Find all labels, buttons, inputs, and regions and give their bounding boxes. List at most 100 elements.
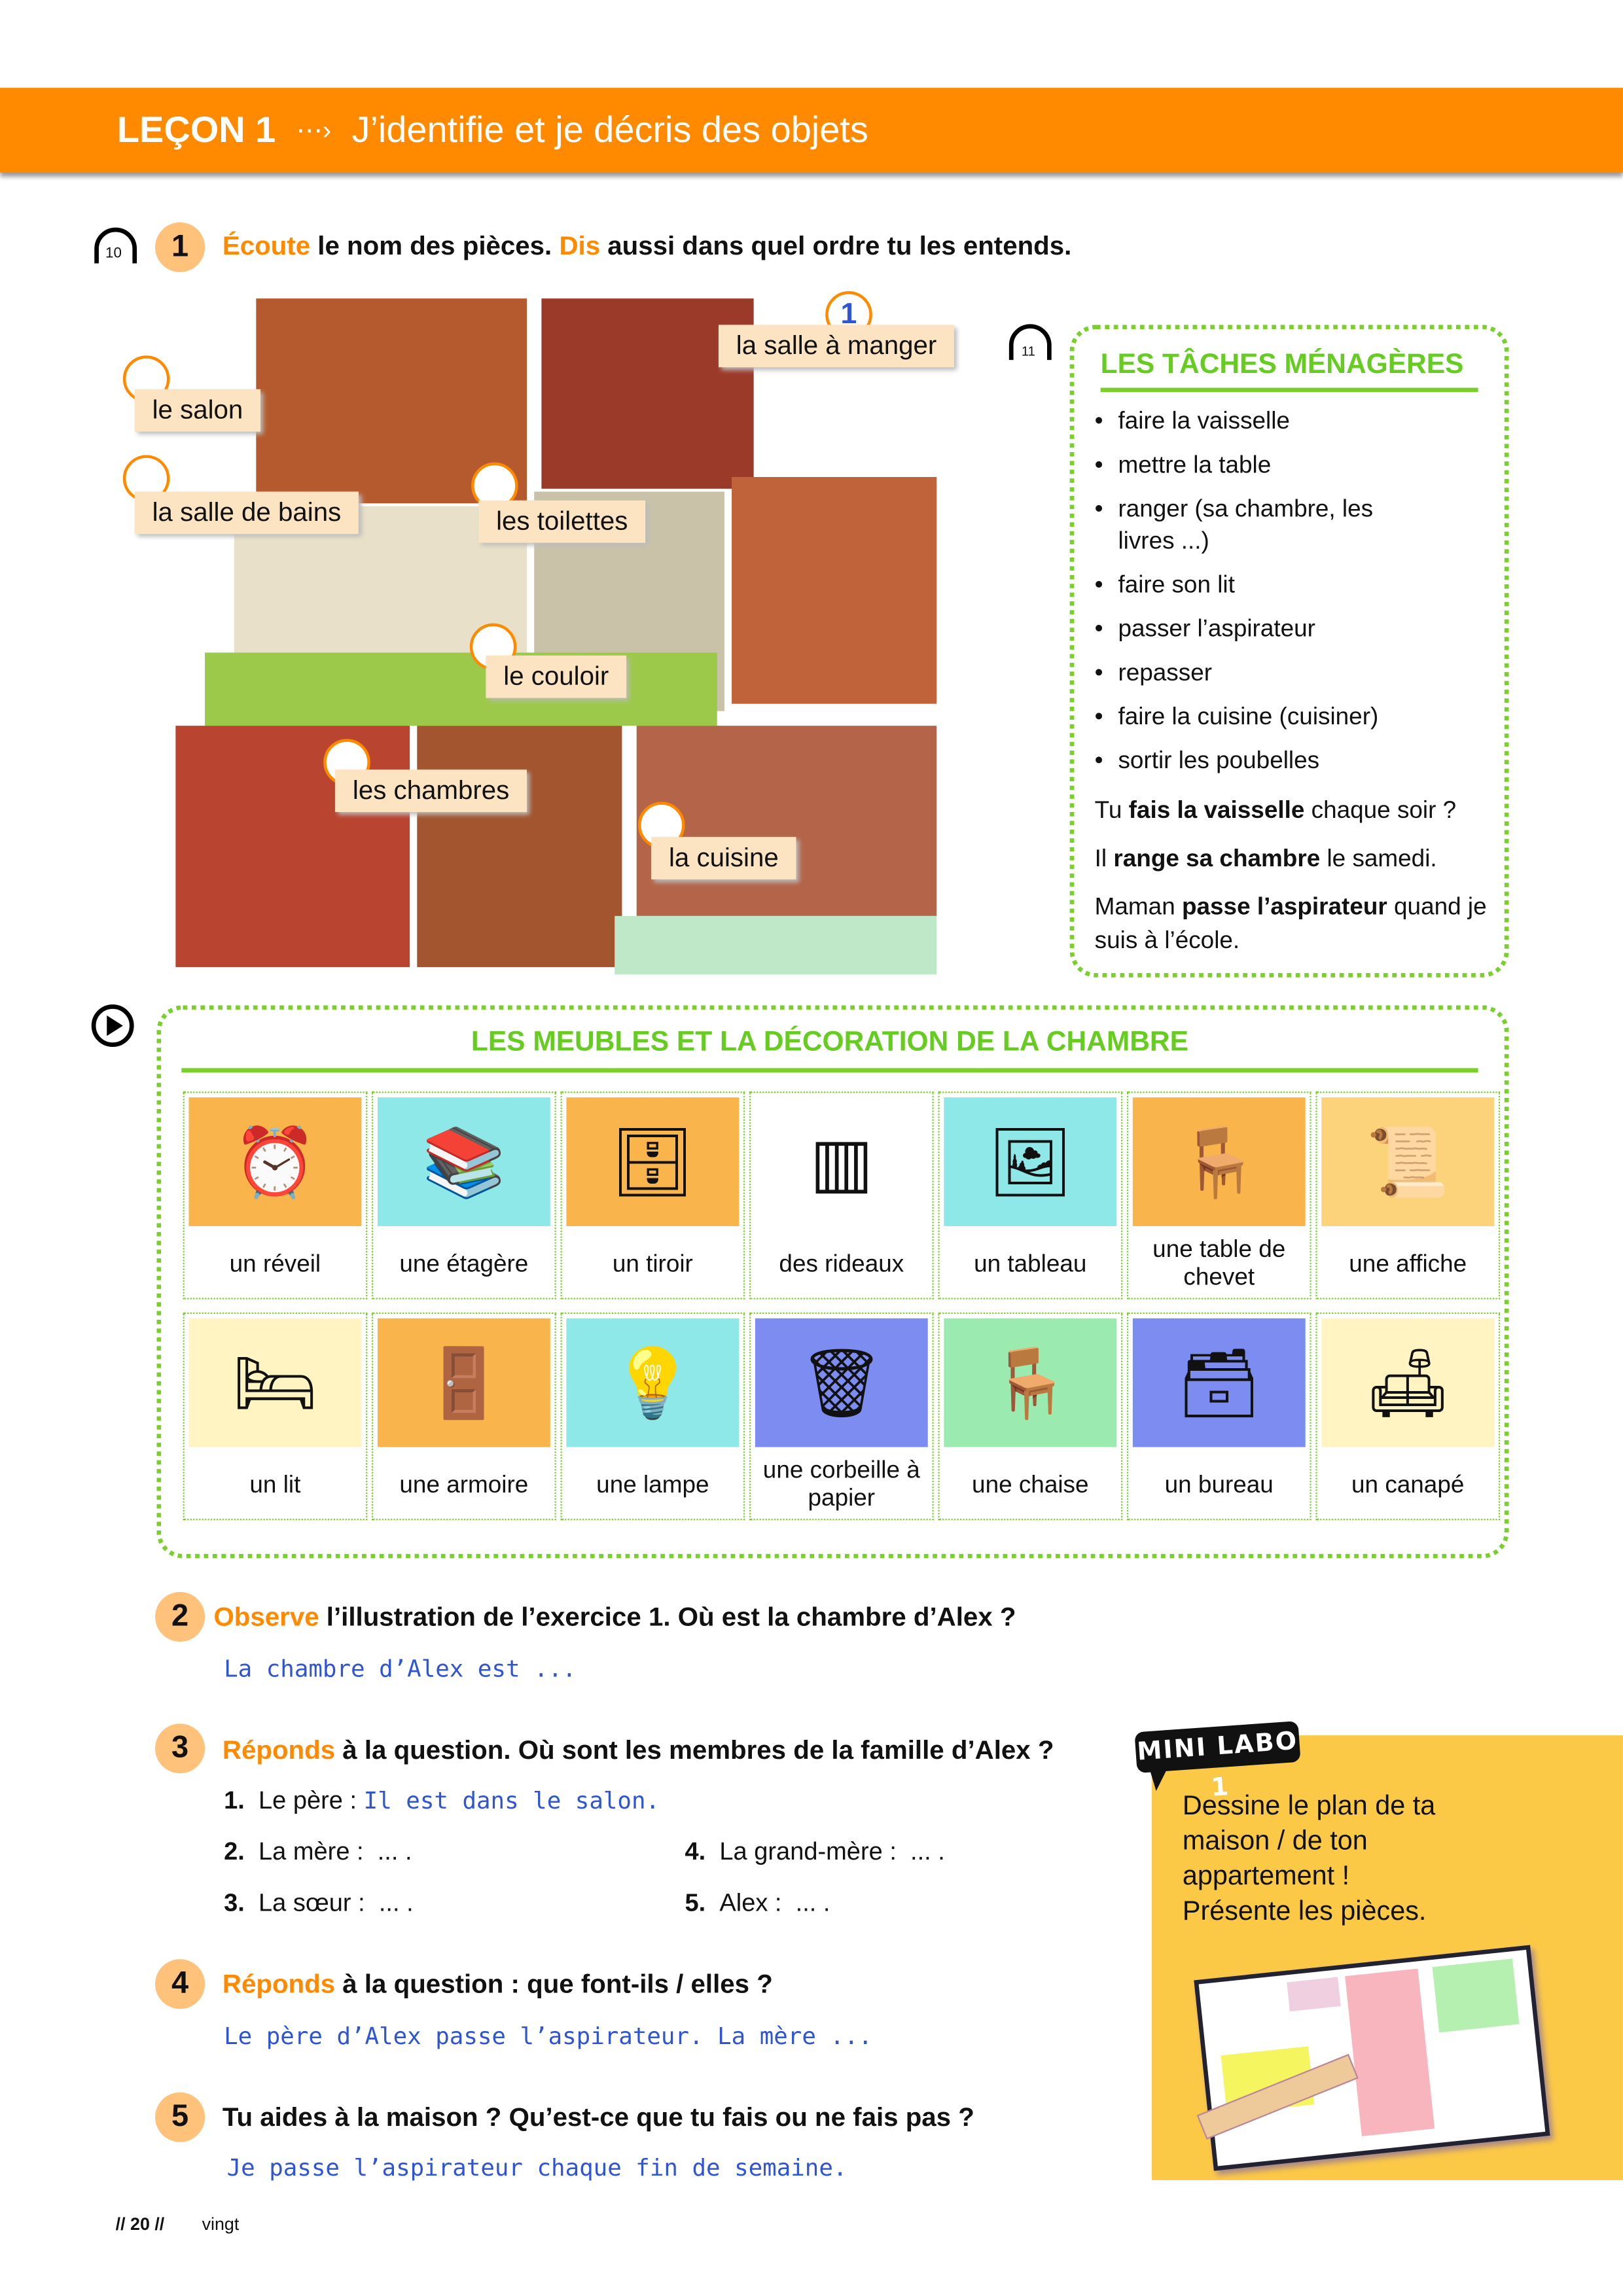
- chores-title: LES TÂCHES MÉNAGÈRES: [1100, 349, 1478, 393]
- furniture-label: des rideaux: [779, 1250, 904, 1277]
- play-video-icon[interactable]: [91, 1004, 135, 1048]
- furniture-label: un canapé: [1351, 1471, 1465, 1498]
- example-sentence: Tu fais la vaisselle chaque soir ?: [1094, 797, 1457, 824]
- furniture-label: un tiroir: [612, 1250, 693, 1277]
- chore-item: faire la cuisine (cuisiner): [1095, 701, 1387, 733]
- exercise-number: 1: [155, 222, 205, 272]
- furniture-image-icon: 🖼: [944, 1097, 1117, 1226]
- lesson-banner: LEÇON 1 ⋯› J’identifie et je décris des …: [0, 88, 1623, 173]
- furniture-image-icon: 🛋: [1321, 1318, 1495, 1447]
- exercise-1-instruction: Écoute le nom des pièces. Dis aussi dans…: [222, 231, 1072, 261]
- furniture-label: un bureau: [1164, 1471, 1274, 1498]
- lesson-number: LEÇON 1: [116, 109, 276, 150]
- track-number: 10: [105, 245, 122, 262]
- example-sentence: Maman passe l’aspirateur quand je suis à…: [1094, 894, 1487, 955]
- arrow-icon: ⋯›: [296, 115, 332, 145]
- room-label: la salle de bains: [134, 491, 359, 535]
- exercise-number: 5: [155, 2092, 205, 2142]
- furniture-image-icon: 🪑: [1132, 1097, 1306, 1226]
- furniture-item: 🚪 une armoire: [371, 1312, 556, 1521]
- headphones-icon[interactable]: 10: [91, 225, 141, 269]
- furniture-item: 🗄 un tiroir: [560, 1091, 745, 1299]
- room-label: les toilettes: [478, 500, 646, 543]
- lesson-title: J’identifie et je décris des objets: [351, 109, 868, 150]
- chore-item: sortir les poubelles: [1095, 745, 1387, 777]
- furniture-image-icon: 🗑: [755, 1318, 928, 1447]
- furniture-item: 🗑 une corbeille à papier: [749, 1312, 934, 1521]
- furniture-label: une table de chevet: [1152, 1236, 1286, 1291]
- chores-box: LES TÂCHES MÉNAGÈRES faire la vaisselle …: [1069, 325, 1509, 978]
- answer-example: Je passe l’aspirateur chaque fin de sema…: [226, 2153, 847, 2182]
- furniture-image-icon: ⏰: [188, 1097, 362, 1226]
- headphones-icon[interactable]: 11: [1005, 322, 1055, 366]
- chore-item: mettre la table: [1095, 450, 1387, 482]
- chores-examples: Tu fais la vaisselle chaque soir ? Il ra…: [1095, 794, 1490, 958]
- furniture-item: 🪑 une table de chevet: [1126, 1091, 1311, 1299]
- room-label: la salle à manger: [718, 325, 955, 368]
- chore-item: faire son lit: [1095, 569, 1387, 601]
- furniture-label: une affiche: [1349, 1250, 1467, 1277]
- furniture-image-icon: 🚪: [377, 1318, 550, 1447]
- furniture-item: 📜 une affiche: [1315, 1091, 1501, 1299]
- chore-item: passer l’aspirateur: [1095, 613, 1387, 645]
- furniture-item: 💡 une lampe: [560, 1312, 745, 1521]
- chores-list: faire la vaisselle mettre la table range…: [1095, 405, 1387, 788]
- exercise-5-instruction: Tu aides à la maison ? Qu’est-ce que tu …: [222, 2102, 974, 2132]
- answer-line: 3. La sœur : ... .: [224, 1888, 414, 1917]
- room-label: la cuisine: [651, 837, 796, 879]
- exercise-number: 3: [155, 1723, 205, 1774]
- answer-example: La chambre d’Alex est ...: [224, 1655, 577, 1683]
- furniture-item: 🛋 un canapé: [1315, 1312, 1501, 1521]
- mini-labo-text: Dessine le plan de ta maison / de ton ap…: [1182, 1789, 1436, 1926]
- furniture-item: 🛏 un lit: [183, 1312, 368, 1521]
- furniture-image-icon: 📚: [377, 1097, 550, 1226]
- answer-line: 5. Alex : ... .: [685, 1888, 830, 1917]
- furniture-item: 🪑 une chaise: [938, 1312, 1123, 1521]
- exercise-3-instruction: Réponds à la question. Où sont les membr…: [222, 1735, 1054, 1765]
- furniture-image-icon: 🗄: [566, 1097, 740, 1226]
- room-label: les chambres: [335, 769, 527, 813]
- furniture-label: une armoire: [399, 1471, 529, 1498]
- mini-labo-box: Dessine le plan de ta maison / de ton ap…: [1151, 1735, 1623, 2180]
- answer-line: 2. La mère : ... .: [224, 1837, 412, 1866]
- furniture-image-icon: 📜: [1321, 1097, 1495, 1226]
- chore-item: faire la vaisselle: [1095, 405, 1387, 437]
- track-number: 11: [1021, 344, 1035, 359]
- furniture-label: un tableau: [974, 1250, 1087, 1277]
- page-number-word: vingt: [202, 2214, 240, 2234]
- answer-line: 1. Le père : Il est dans le salon.: [224, 1786, 660, 1814]
- furniture-label: une corbeille à papier: [762, 1457, 920, 1511]
- furniture-image-icon: ▥: [755, 1097, 928, 1226]
- furniture-label: un lit: [249, 1471, 301, 1498]
- furniture-label: une étagère: [399, 1250, 529, 1277]
- chore-item: ranger (sa chambre, les livres ...): [1095, 493, 1387, 557]
- furniture-box: LES MEUBLES ET LA DÉCORATION DE LA CHAMB…: [156, 1005, 1509, 1559]
- furniture-image-icon: 🛏: [188, 1318, 362, 1447]
- furniture-label: une lampe: [596, 1471, 709, 1498]
- exercise-number: 4: [155, 1959, 205, 2009]
- exercise-2-instruction: Observe l’illustration de l’exercice 1. …: [213, 1602, 1016, 1632]
- furniture-item: 🖼 un tableau: [938, 1091, 1123, 1299]
- furniture-item: 🗃 un bureau: [1126, 1312, 1311, 1521]
- furniture-image-icon: 🗃: [1132, 1318, 1306, 1447]
- furniture-item: ⏰un réveil: [183, 1091, 368, 1299]
- furniture-item: 📚 une étagère: [371, 1091, 556, 1299]
- exercise-number: 2: [155, 1591, 205, 1642]
- house-illustration: [175, 287, 944, 977]
- furniture-item: ▥ des rideaux: [749, 1091, 934, 1299]
- speech-tail-icon: [1147, 1761, 1171, 1792]
- furniture-label: une chaise: [972, 1471, 1089, 1498]
- page-number: // 20 //: [115, 2214, 165, 2234]
- chore-item: repasser: [1095, 657, 1387, 689]
- floor-plan-icon: [1194, 1945, 1550, 2171]
- furniture-grid: ⏰un réveil📚 une étagère 🗄 un tiroir ▥ des rid…: [183, 1091, 1501, 1521]
- room-label: le couloir: [486, 655, 627, 698]
- furniture-image-icon: 💡: [566, 1318, 740, 1447]
- exercise-4-instruction: Réponds à la question : que font-ils / e…: [222, 1969, 773, 1999]
- furniture-image-icon: 🪑: [944, 1318, 1117, 1447]
- example-sentence: Il range sa chambre le samedi.: [1094, 845, 1437, 872]
- answer-line: 4. La grand-mère : ... .: [685, 1837, 945, 1866]
- room-label: le salon: [134, 389, 261, 432]
- furniture-title: LES MEUBLES ET LA DÉCORATION DE LA CHAMB…: [181, 1027, 1478, 1073]
- answer-example: Le père d’Alex passe l’aspirateur. La mè…: [224, 2022, 873, 2050]
